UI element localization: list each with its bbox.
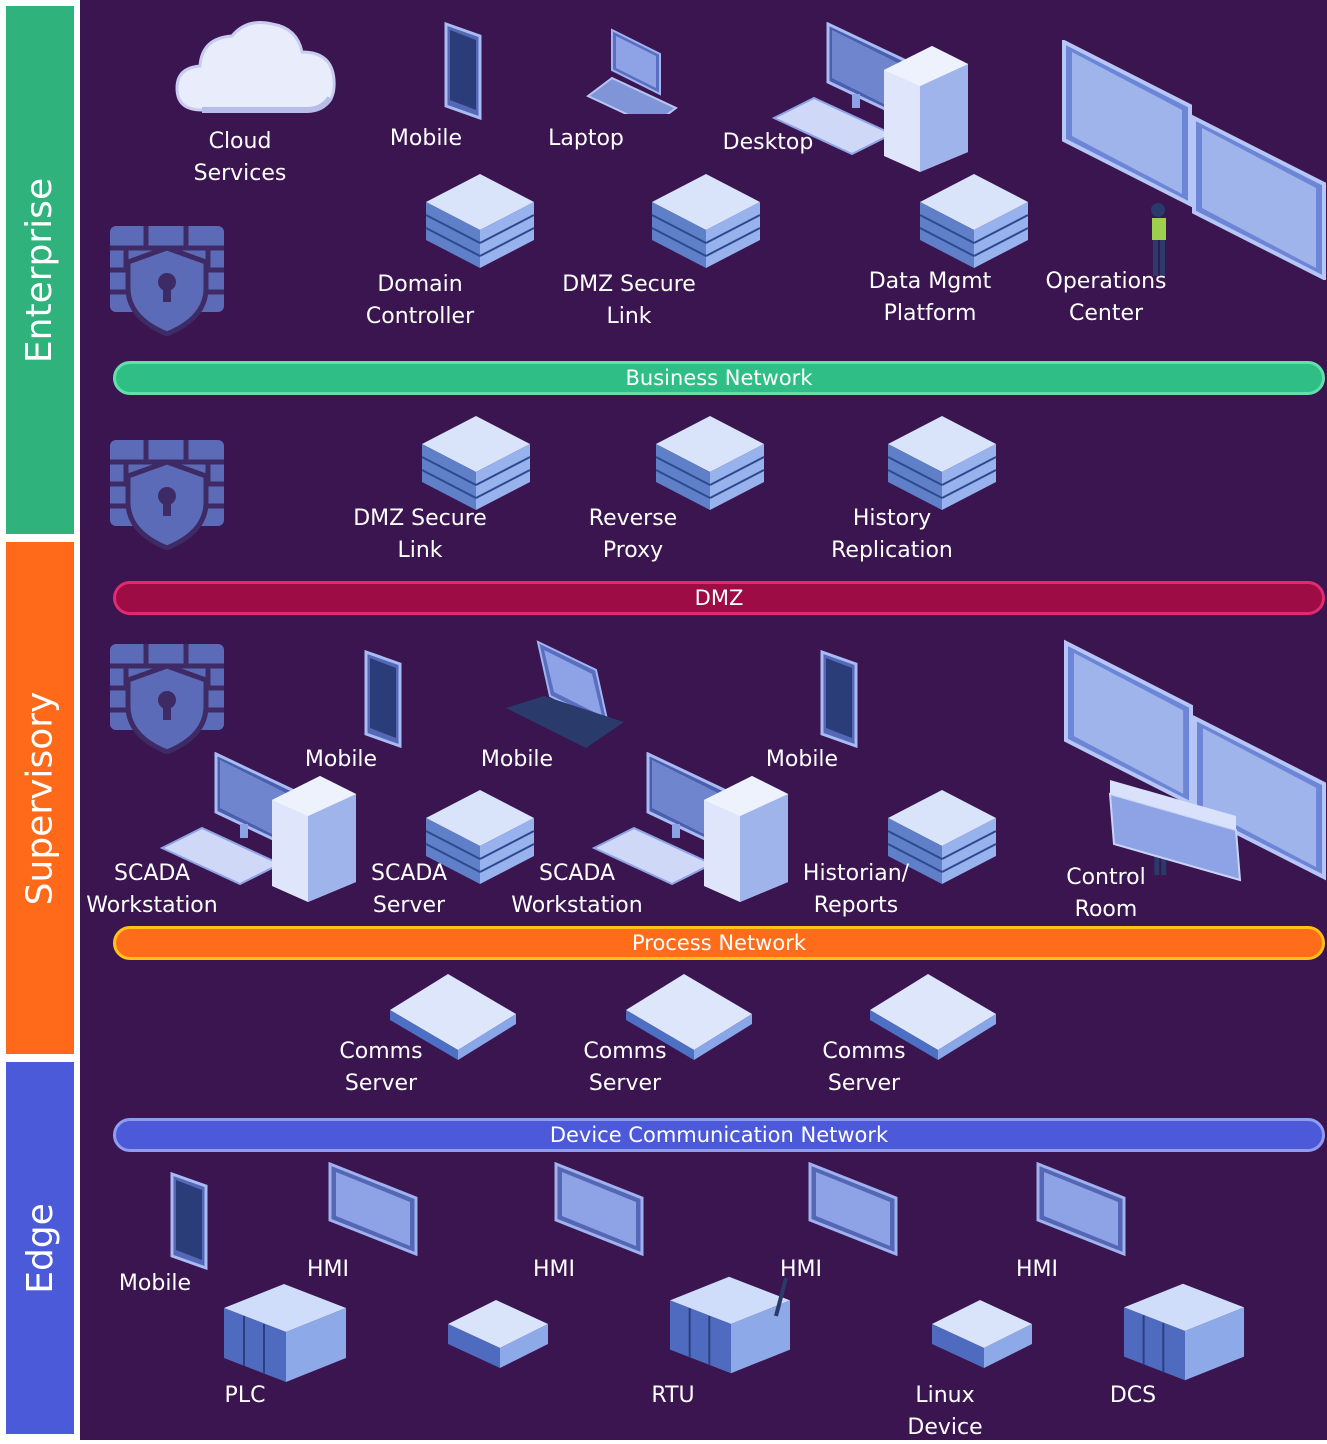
io-module-icon — [446, 1296, 550, 1370]
server-icon — [420, 412, 532, 512]
tablet-icon — [506, 640, 624, 748]
hmi-panel-icon — [326, 1162, 420, 1256]
server-icon — [424, 170, 536, 270]
dcs-cabinet-icon — [1122, 1280, 1246, 1384]
edge-mobile-label: Mobile — [118, 1271, 192, 1296]
domain-controller-label: Domain Controller — [365, 272, 475, 329]
hmi-label-1: HMI — [306, 1257, 350, 1282]
hmi-panel-icon — [552, 1162, 646, 1256]
tier-label: Enterprise — [19, 177, 61, 363]
supervisory-mobile-label-3: Mobile — [765, 747, 839, 772]
server-icon — [918, 170, 1030, 270]
scada-server-label: SCADA Server — [371, 861, 447, 918]
scada-workstation-label-1: SCADA Workstation — [86, 861, 218, 918]
business-network-bus: Business Network — [113, 361, 1325, 395]
comms-server-label-3: Comms Server — [822, 1039, 906, 1096]
mobile-icon — [166, 1172, 212, 1270]
server-icon — [650, 170, 762, 270]
enterprise-dmz-link-label: DMZ Secure Link — [562, 272, 696, 329]
laptop-icon — [586, 28, 678, 114]
operations-center-icon — [1062, 40, 1326, 280]
control-room-label: Control Room — [1066, 865, 1146, 922]
comms-server-label-2: Comms Server — [583, 1039, 667, 1096]
data-mgmt-platform-label: Data Mgmt Platform — [868, 269, 992, 326]
rtu-label: RTU — [651, 1383, 695, 1408]
server-icon — [654, 412, 766, 512]
tier-label: Supervisory — [19, 691, 61, 905]
history-replication-label: History Replication — [831, 506, 953, 563]
laptop-label: Laptop — [548, 126, 624, 151]
hmi-label-3: HMI — [779, 1257, 823, 1282]
device-communication-network-bus: Device Communication Network — [113, 1118, 1325, 1152]
supervisory-mobile-label-1: Mobile — [304, 747, 378, 772]
firewall-icon — [108, 438, 226, 550]
cloud-services-label: Cloud Services — [193, 129, 287, 186]
reverse-proxy-label: Reverse Proxy — [588, 506, 678, 563]
plc-label: PLC — [224, 1383, 266, 1408]
historian-reports-label: Historian/ Reports — [802, 861, 910, 918]
comms-server-label-1: Comms Server — [339, 1039, 423, 1096]
control-room-icon — [1064, 630, 1326, 882]
mobile-icon — [440, 22, 486, 120]
operations-center-label: Operations Center — [1045, 269, 1167, 326]
server-icon — [886, 412, 998, 512]
hmi-label-2: HMI — [532, 1257, 576, 1282]
tier-supervisory: Supervisory — [6, 542, 74, 1054]
dmz-network-bus: DMZ — [113, 581, 1325, 615]
supervisory-mobile-label-2: Mobile — [480, 747, 554, 772]
rtu-icon — [668, 1270, 792, 1380]
linux-device-label: Linux Device — [907, 1383, 983, 1440]
linux-device-icon — [930, 1296, 1034, 1370]
mobile-icon — [360, 650, 406, 748]
tier-enterprise: Enterprise — [6, 6, 74, 534]
dcs-label: DCS — [1109, 1383, 1157, 1408]
hmi-label-4: HMI — [1015, 1257, 1059, 1282]
cloud-icon — [175, 21, 336, 113]
enterprise-mobile-label: Mobile — [389, 126, 463, 151]
tier-label: Edge — [19, 1202, 61, 1294]
plc-cabinet-icon — [222, 1282, 348, 1384]
mobile-icon — [816, 650, 862, 748]
desktop-label: Desktop — [722, 130, 814, 155]
firewall-icon — [108, 642, 226, 754]
dmz-secure-link-label: DMZ Secure Link — [353, 506, 487, 563]
scada-workstation-label-2: SCADA Workstation — [511, 861, 643, 918]
tier-edge: Edge — [6, 1062, 74, 1434]
process-network-bus: Process Network — [113, 926, 1325, 960]
firewall-icon — [108, 224, 226, 336]
hmi-panel-icon — [1034, 1162, 1128, 1256]
hmi-panel-icon — [806, 1162, 900, 1256]
